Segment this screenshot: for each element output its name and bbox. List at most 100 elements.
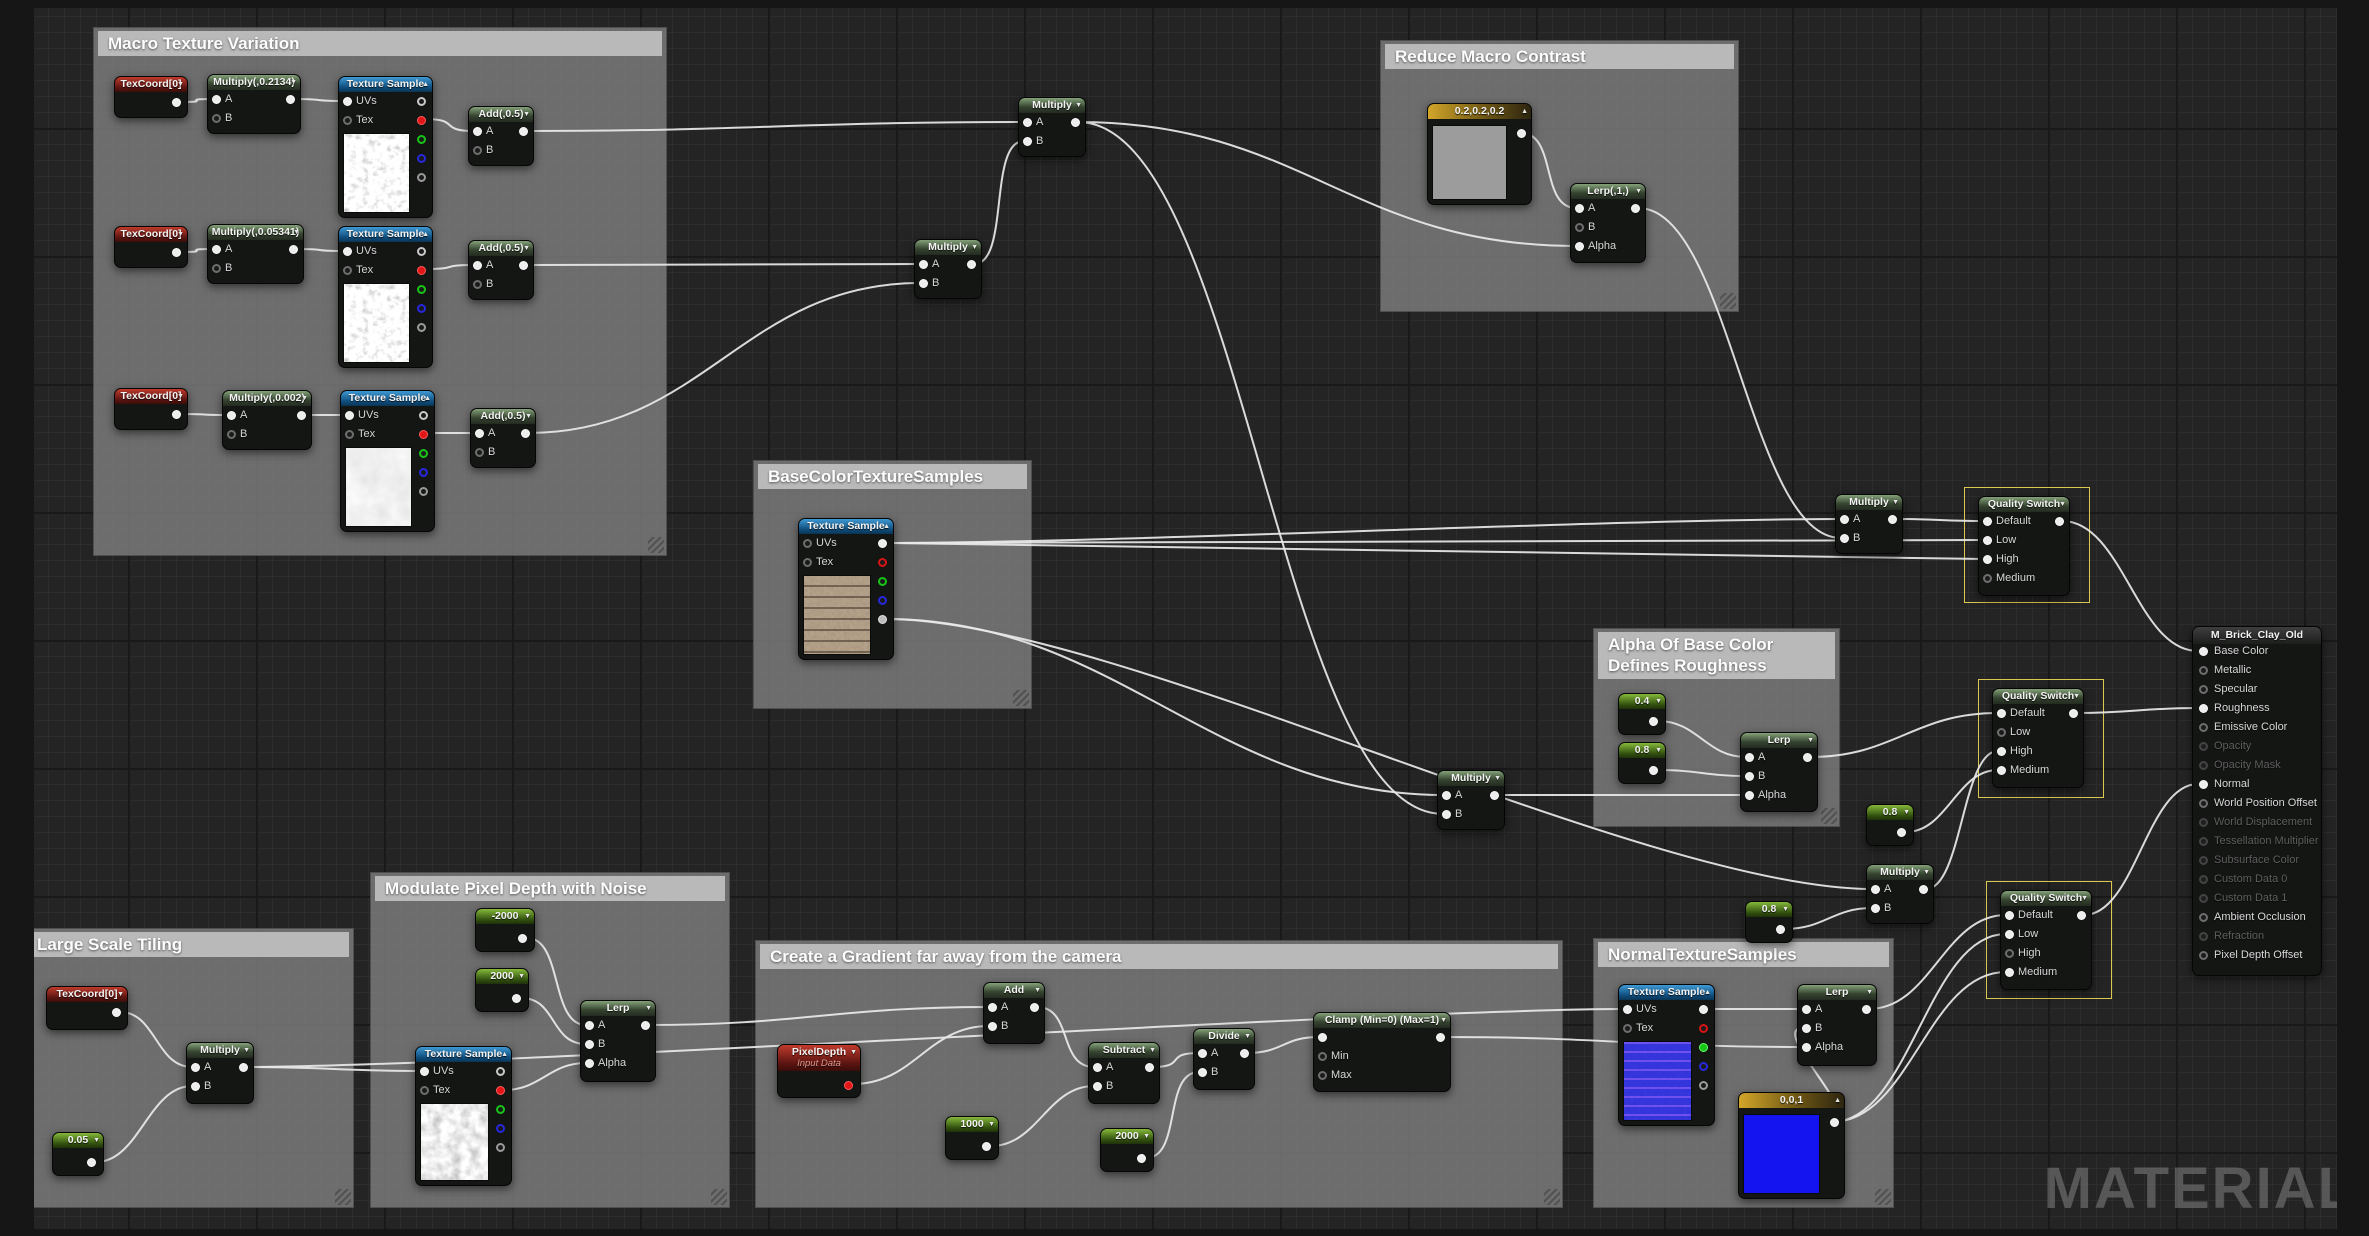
node-header[interactable]: 1000▼ xyxy=(946,1117,998,1132)
pin-output-white[interactable] xyxy=(417,97,426,106)
pin-output[interactable] xyxy=(1897,828,1906,837)
node-header[interactable]: 0.8▼ xyxy=(1867,805,1913,820)
pin-output[interactable] xyxy=(1631,204,1640,213)
pin-input-B[interactable] xyxy=(473,280,482,289)
pin-output-red[interactable] xyxy=(419,430,428,439)
pin-input-A[interactable] xyxy=(475,429,484,438)
pin-input-A[interactable] xyxy=(227,411,236,420)
pin-input-UVs[interactable] xyxy=(345,411,354,420)
group-resize-handle[interactable] xyxy=(711,1189,727,1205)
pin-output[interactable] xyxy=(1436,1033,1445,1042)
node-header[interactable]: Add(,0.5)▼ xyxy=(469,107,533,122)
pin-output[interactable] xyxy=(1649,717,1658,726)
node-header[interactable]: 0.8▼ xyxy=(1619,743,1665,758)
chevron-down-icon[interactable]: ▼ xyxy=(523,111,530,118)
node-header[interactable]: 0,0,1▲ xyxy=(1739,1093,1844,1108)
chevron-down-icon[interactable]: ▼ xyxy=(1494,775,1501,782)
pin-input-A[interactable] xyxy=(1093,1063,1102,1072)
chevron-down-icon[interactable]: ▼ xyxy=(1655,747,1662,754)
chevron-down-icon[interactable]: ▼ xyxy=(177,231,184,238)
chevron-down-icon[interactable]: ▼ xyxy=(1782,906,1789,913)
pin-input-A[interactable] xyxy=(212,245,221,254)
pin-input-B[interactable] xyxy=(475,448,484,457)
node-header[interactable]: Lerp▼ xyxy=(581,1001,655,1016)
pin-output[interactable] xyxy=(1240,1049,1249,1058)
chevron-down-icon[interactable]: ▼ xyxy=(971,244,978,251)
node-constant-0.8-a[interactable]: 0.8▼ xyxy=(1618,742,1666,784)
pin-output-blue[interactable] xyxy=(1699,1062,1708,1071)
pin-material-off[interactable] xyxy=(2199,932,2208,941)
chevron-down-icon[interactable]: ▼ xyxy=(1892,499,1899,506)
pin-material-on[interactable] xyxy=(2199,685,2208,694)
node-pixel-depth[interactable]: PixelDepth▼Input Data xyxy=(777,1044,861,1098)
pin-output[interactable] xyxy=(1517,129,1526,138)
pin-input-A[interactable] xyxy=(1023,118,1032,127)
pin-input-UVs[interactable] xyxy=(420,1067,429,1076)
pin-material-off[interactable] xyxy=(2199,742,2208,751)
pin-input-B[interactable] xyxy=(1802,1024,1811,1033)
node-constant-neg2000[interactable]: -2000▼ xyxy=(475,908,535,952)
pin-input-B[interactable] xyxy=(988,1022,997,1031)
chevron-down-icon[interactable]: ▼ xyxy=(1903,809,1910,816)
pin-input-B[interactable] xyxy=(1575,223,1584,232)
node-header[interactable]: 2000▼ xyxy=(1101,1129,1153,1144)
node-constant-2000-a[interactable]: 2000▼ xyxy=(475,968,529,1012)
pin-input-Tex[interactable] xyxy=(343,266,352,275)
collapse-arrow-icon[interactable]: ▲ xyxy=(501,1051,508,1058)
pin-input-Low[interactable] xyxy=(2005,930,2014,939)
pin-input-Alpha[interactable] xyxy=(1745,791,1754,800)
pin-input-B[interactable] xyxy=(1093,1082,1102,1091)
collapse-arrow-icon[interactable]: ▲ xyxy=(1704,989,1711,996)
pin-output-gray[interactable] xyxy=(417,323,426,332)
group-resize-handle[interactable] xyxy=(335,1189,351,1205)
chevron-down-icon[interactable]: ▼ xyxy=(1655,698,1662,705)
pin-input-A[interactable] xyxy=(1575,204,1584,213)
group-resize-handle[interactable] xyxy=(1720,293,1736,309)
chevron-down-icon[interactable]: ▼ xyxy=(1923,869,1930,876)
pin-material-conn[interactable] xyxy=(2199,704,2208,713)
node-header[interactable]: Divide▼ xyxy=(1194,1029,1254,1044)
group-title-bar[interactable]: Macro Texture Variation xyxy=(98,31,662,57)
pin-input-UVs[interactable] xyxy=(1623,1005,1632,1014)
pin-output-blue[interactable] xyxy=(417,304,426,313)
pin-input-Default[interactable] xyxy=(2005,911,2014,920)
chevron-down-icon[interactable]: ▼ xyxy=(1075,102,1082,109)
node-texcoord-3[interactable]: TexCoord[0]▼ xyxy=(114,388,188,430)
pin-output-red[interactable] xyxy=(417,266,426,275)
pin-output-white[interactable] xyxy=(419,411,428,420)
pin-output-green[interactable] xyxy=(1699,1043,1708,1052)
node-header[interactable]: Multiply▼ xyxy=(1438,771,1504,786)
pin-output[interactable] xyxy=(1030,1003,1039,1012)
pin-input-A[interactable] xyxy=(1871,885,1880,894)
pin-output[interactable] xyxy=(518,934,527,943)
node-header[interactable]: Quality Switch▼ xyxy=(1979,497,2069,512)
pin-output[interactable] xyxy=(297,411,306,420)
pin-input-B[interactable] xyxy=(473,146,482,155)
node-constant-0.8-b[interactable]: 0.8▼ xyxy=(1866,804,1914,846)
node-header[interactable]: M_Brick_Clay_Old xyxy=(2193,627,2321,644)
pin-output[interactable] xyxy=(172,410,181,419)
pin-input-UVs[interactable] xyxy=(343,247,352,256)
pin-material-off[interactable] xyxy=(2199,856,2208,865)
node-header[interactable]: Multiply▼ xyxy=(187,1043,253,1058)
chevron-down-icon[interactable]: ▼ xyxy=(2081,895,2088,902)
chevron-down-icon[interactable]: ▼ xyxy=(177,81,184,88)
group-title-bar[interactable]: Create a Gradient far away from the came… xyxy=(760,944,1558,970)
pin-output[interactable] xyxy=(172,98,181,107)
pin-output-green[interactable] xyxy=(878,577,887,586)
pin-output-blue[interactable] xyxy=(496,1124,505,1133)
pin-output-blue[interactable] xyxy=(419,468,428,477)
pin-output[interactable] xyxy=(1830,1118,1839,1127)
node-constant-2000-b[interactable]: 2000▼ xyxy=(1100,1128,1154,1172)
pin-input-B[interactable] xyxy=(191,1082,200,1091)
pin-output[interactable] xyxy=(1919,885,1928,894)
pin-material-off[interactable] xyxy=(2199,837,2208,846)
